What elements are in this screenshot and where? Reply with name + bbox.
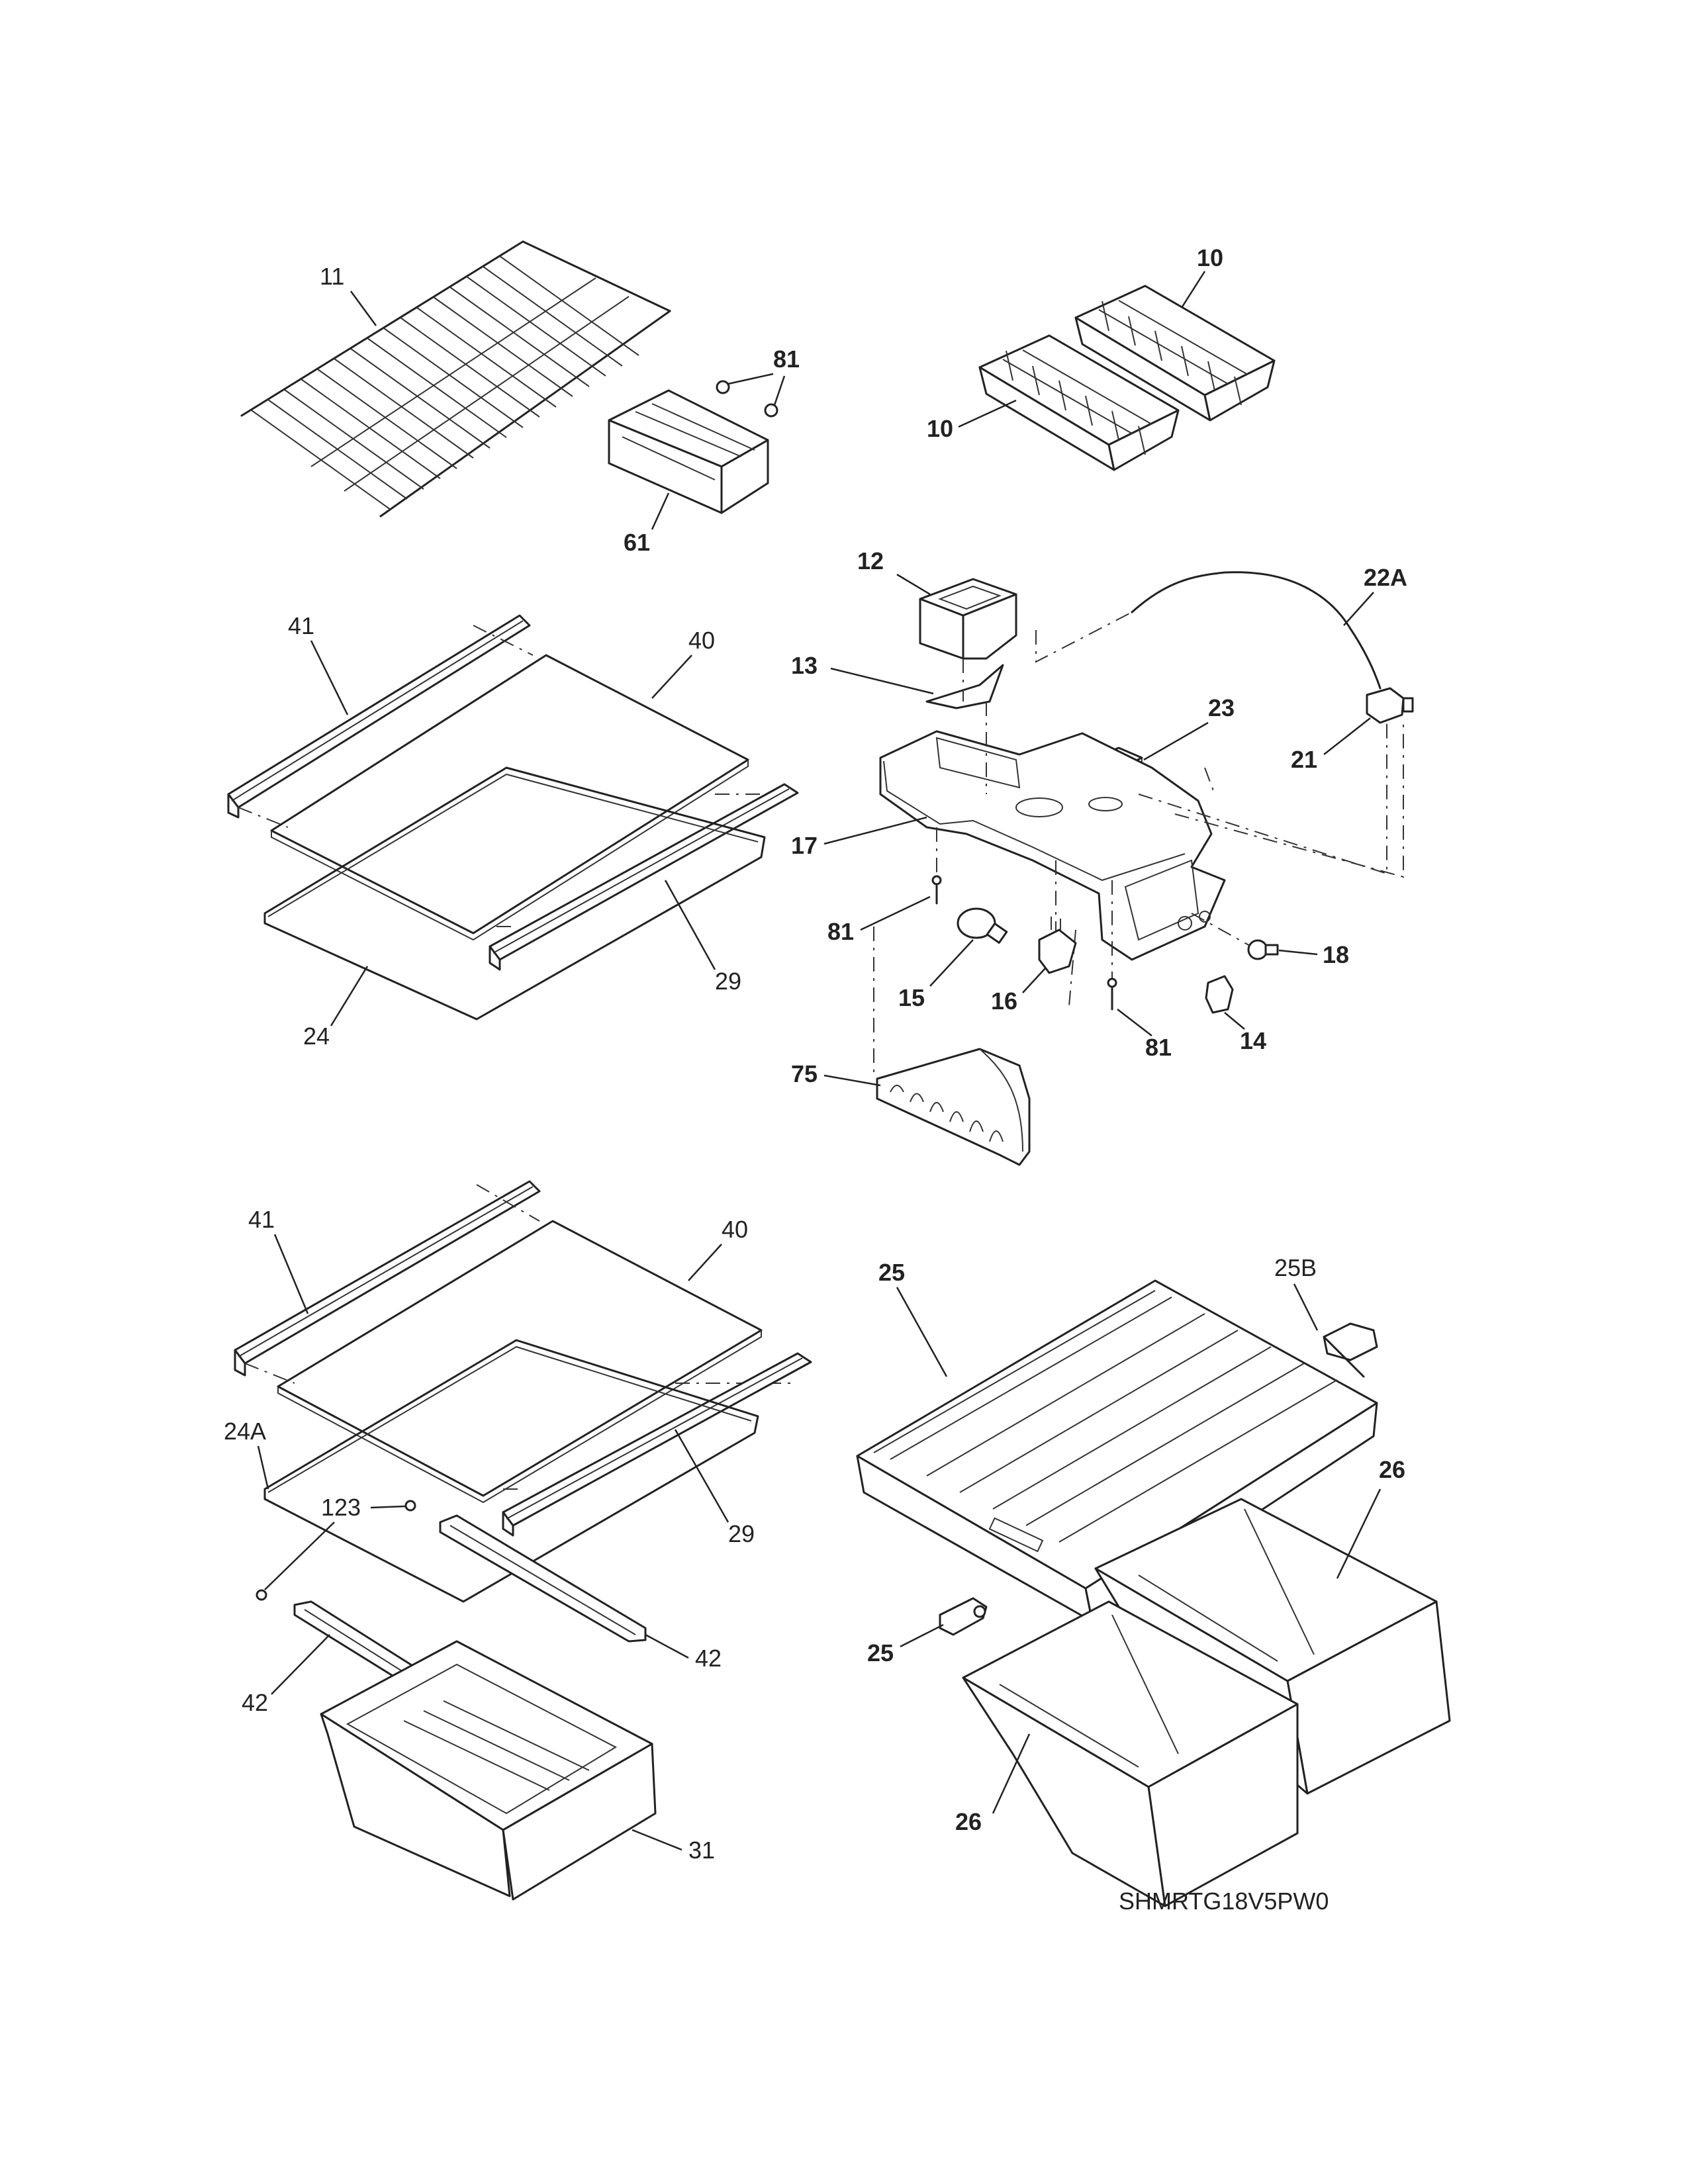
- callout-25-bottom: 25: [867, 1639, 894, 1666]
- ice-tray-part-10-lower: [978, 334, 1180, 471]
- callout-10-bottom: 10: [927, 415, 953, 442]
- damper-part-25B: [1323, 1322, 1378, 1378]
- callout-61: 61: [624, 529, 650, 556]
- shelf-trim-part-41-upper: [227, 614, 531, 819]
- callout-41-upper: 41: [288, 612, 314, 639]
- connector-part-21: [1366, 687, 1414, 724]
- shelf-frame-part-24A: [263, 1339, 759, 1603]
- callout-29-lower: 29: [728, 1520, 755, 1547]
- crisper-bin-part-26-left: [962, 1600, 1299, 1907]
- flap-part-13: [925, 664, 1004, 709]
- callout-81-top: 81: [773, 345, 800, 373]
- callout-16: 16: [991, 987, 1017, 1015]
- light-shield-part-75: [876, 1048, 1031, 1166]
- callout-23: 23: [1208, 694, 1235, 721]
- callout-22A: 22A: [1364, 564, 1407, 591]
- callout-75: 75: [791, 1060, 818, 1087]
- callout-41-lower: 41: [248, 1206, 275, 1233]
- shelf-trim-part-29-upper: [489, 783, 799, 971]
- callout-18: 18: [1323, 941, 1349, 968]
- callout-81-left: 81: [827, 918, 854, 945]
- callout-42-right: 42: [695, 1645, 722, 1672]
- glass-shelf-part-40-lower: [277, 1220, 763, 1504]
- bracket-part-61: [608, 389, 769, 514]
- shelf-trim-part-41-lower: [234, 1180, 541, 1377]
- rail-part-42-right: [439, 1514, 647, 1643]
- callout-12: 12: [857, 547, 884, 574]
- housing-part-17: [879, 730, 1226, 961]
- callout-14: 14: [1240, 1027, 1266, 1054]
- callout-81-right: 81: [1145, 1034, 1172, 1061]
- shelf-frame-part-24: [263, 766, 766, 1021]
- callout-26-top: 26: [1379, 1456, 1405, 1483]
- callout-25-top: 25: [878, 1259, 905, 1286]
- callout-10-top: 10: [1197, 244, 1223, 271]
- callout-29-upper: 29: [715, 968, 741, 995]
- glass-shelf-part-40-upper: [270, 654, 749, 941]
- drawer-part-31: [320, 1640, 657, 1901]
- model-code: SHMRTG18V5PW0: [1119, 1888, 1329, 1915]
- callout-24: 24: [303, 1023, 330, 1050]
- callout-123: 123: [321, 1494, 361, 1521]
- screw-icon: [256, 1500, 416, 1601]
- callout-15: 15: [898, 984, 925, 1011]
- light-bulb-part-15: [957, 907, 1008, 944]
- callout-40-upper: 40: [688, 627, 715, 654]
- shelf-trim-part-29-lower: [502, 1352, 812, 1537]
- callout-24A: 24A: [224, 1418, 266, 1445]
- callout-11: 11: [320, 263, 344, 290]
- ice-tray-part-10-upper: [1074, 285, 1276, 422]
- socket-part-16: [1038, 917, 1077, 974]
- callout-31: 31: [688, 1837, 715, 1864]
- callout-42-left: 42: [242, 1689, 268, 1716]
- wire-harness-part-22A: [1131, 571, 1382, 690]
- knob-part-18: [1247, 939, 1279, 960]
- callout-21: 21: [1291, 746, 1317, 773]
- ice-bucket-part-12: [919, 578, 1017, 660]
- wire-shelf-part-11: [240, 240, 671, 518]
- alignment-lines: [873, 612, 1404, 1072]
- callout-17: 17: [791, 832, 818, 859]
- screw-icon: [931, 875, 1117, 1011]
- callout-26-bottom: 26: [955, 1808, 982, 1835]
- callout-13: 13: [791, 652, 818, 679]
- callout-40-lower: 40: [722, 1216, 748, 1243]
- slide-clip-part-25: [939, 1597, 988, 1636]
- screw-icon: [716, 380, 778, 418]
- switch-part-14: [1205, 975, 1234, 1014]
- callout-25B: 25B: [1274, 1254, 1317, 1281]
